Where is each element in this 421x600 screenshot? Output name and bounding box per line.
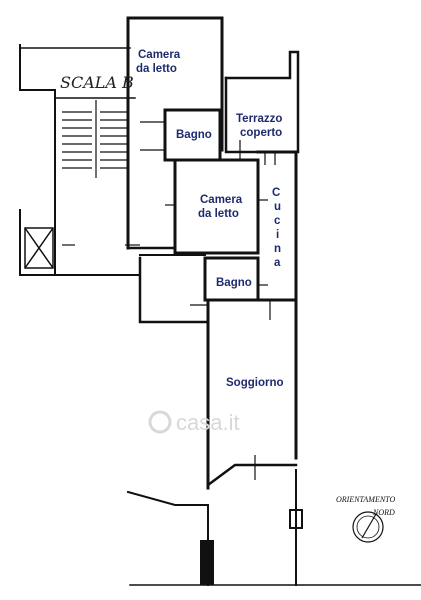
soggiorno-label: Soggiorno	[226, 377, 284, 389]
door-marks	[62, 121, 276, 480]
bagno2-label: Bagno	[216, 277, 252, 289]
watermark-text: casa.it	[176, 410, 240, 435]
walls	[19, 16, 421, 586]
north-arrow-icon	[361, 513, 377, 539]
elevator-shaft	[24, 227, 54, 269]
bagno1-label: Bagno	[176, 129, 212, 141]
orientation-compass: ORIENTAMENTO NORD	[336, 495, 395, 543]
stair-steps	[62, 100, 128, 178]
watermark: casa.it	[148, 410, 240, 435]
orientation-label: ORIENTAMENTO	[336, 495, 395, 504]
cucina-label: C u c i n a	[272, 187, 284, 269]
north-label: NORD	[372, 508, 395, 517]
stair-label: SCALA B	[60, 73, 134, 92]
